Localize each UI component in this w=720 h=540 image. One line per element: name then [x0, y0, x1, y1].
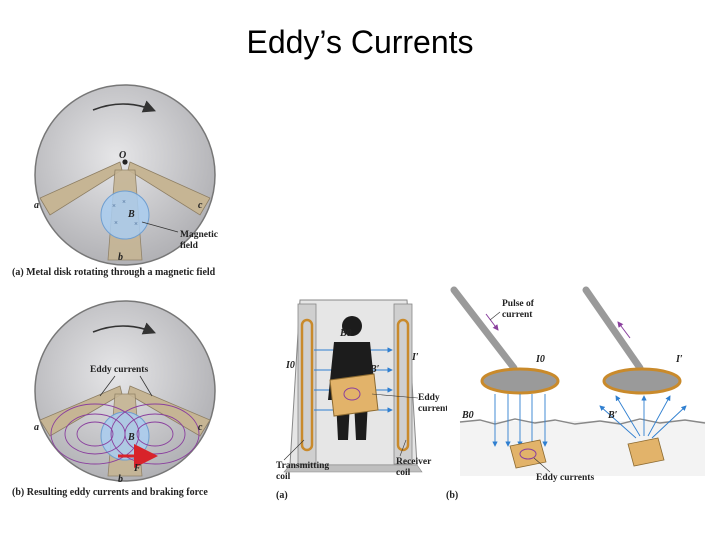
receiver-coil	[396, 318, 410, 452]
ground-surface-right	[599, 418, 706, 425]
detector-coil-left	[480, 367, 560, 395]
primary-field-arrows	[492, 394, 548, 447]
svg-text:×: ×	[112, 202, 116, 210]
panel-label-b: (b)	[446, 490, 458, 501]
eddy-disk-figure: Eddy currents a c b B F (b) Resulting ed…	[12, 300, 216, 498]
panel-label-a: (a)	[276, 490, 288, 501]
callout-line	[141, 221, 179, 233]
callout-line2: field	[180, 241, 199, 251]
wedge-right	[127, 385, 211, 437]
rotation-arrow-icon	[92, 100, 156, 113]
slide-title: Eddy’s Currents	[246, 24, 474, 60]
label-bprime: B′	[607, 410, 618, 421]
rotating-disk-figure: × × × × O a c b B Magnetic field (a) Met…	[12, 84, 218, 278]
pulse-current-arrow	[485, 313, 499, 331]
transmitting-label-2: coil	[276, 472, 291, 482]
wedge-right	[127, 161, 211, 216]
metal-disk	[34, 300, 216, 482]
label-force-f: F	[133, 463, 141, 474]
caption-top: (a) Metal disk rotating through a magnet…	[12, 267, 216, 278]
pivot-point	[122, 159, 128, 165]
transmitting-coil	[300, 318, 314, 452]
induced-current-arrow	[617, 321, 631, 339]
svg-text:×: ×	[134, 220, 138, 228]
wedge-left	[39, 385, 123, 437]
label-c: c	[198, 200, 203, 211]
eddy-currents-label: Eddy currents	[536, 473, 594, 483]
search-coils-figure: Pulse of current I0 I′ B0 B′ Eddy curren…	[446, 286, 706, 501]
label-i0: I0	[285, 360, 295, 371]
eddy-pointer-right	[139, 375, 153, 397]
detector-coil-right	[602, 367, 682, 395]
eddy-callout	[371, 393, 419, 399]
label-a: a	[34, 422, 39, 433]
booth-floor	[283, 464, 423, 473]
eddy-loop-left	[519, 448, 537, 460]
booth-right-pillar	[393, 303, 413, 465]
rotation-arrow-icon	[92, 322, 156, 335]
transmitting-callout	[283, 439, 305, 461]
receiver-label-2: coil	[396, 468, 411, 478]
label-bprime: B′	[369, 364, 380, 375]
eddy-currents-label: Eddy currents	[90, 365, 148, 375]
label-a: a	[34, 200, 39, 211]
svg-text:×: ×	[114, 219, 118, 227]
label-i0: I0	[535, 354, 545, 365]
label-b: b	[118, 474, 123, 485]
label-b0: B0	[461, 410, 474, 421]
label-iprime: I′	[411, 352, 419, 363]
pulse-label-1: Pulse of	[502, 299, 535, 309]
caption-bottom: (b) Resulting eddy currents and braking …	[12, 487, 208, 498]
ground-surface-left	[459, 418, 601, 425]
detector-handle-left	[450, 286, 518, 372]
receiver-label-1: Receiver	[396, 457, 432, 467]
magnetic-field-region	[100, 190, 150, 240]
induced-field-arrows	[599, 395, 687, 439]
label-iprime: I′	[675, 354, 683, 365]
carried-box	[329, 373, 379, 417]
booth-left-pillar	[297, 303, 317, 465]
eddy-label-1: Eddy	[418, 393, 440, 403]
label-field-b: B	[127, 432, 135, 443]
field-into-page-icon: × × × ×	[112, 198, 138, 228]
label-b0: B0	[339, 328, 352, 339]
pulse-label-2: current	[502, 310, 533, 320]
eddy-pointer-left	[99, 375, 116, 397]
callout-line1: Magnetic	[180, 230, 218, 240]
label-b: b	[118, 252, 123, 263]
svg-text:×: ×	[122, 198, 126, 206]
transmitting-label-1: Transmitting	[276, 461, 329, 471]
eddy-label-2: currents	[418, 404, 447, 414]
label-o: O	[119, 150, 126, 161]
receiver-callout	[399, 439, 407, 457]
buried-box-right	[627, 437, 665, 467]
pulse-callout	[489, 311, 501, 321]
label-field-b: B	[127, 209, 135, 220]
metal-detector-figure: B0 B′ I0 I′ Eddy currents Transmitting c…	[276, 299, 447, 501]
eddy-callout	[533, 457, 551, 473]
label-c: c	[198, 422, 203, 433]
detector-handle-right	[582, 286, 644, 372]
wedge-left	[39, 161, 123, 216]
